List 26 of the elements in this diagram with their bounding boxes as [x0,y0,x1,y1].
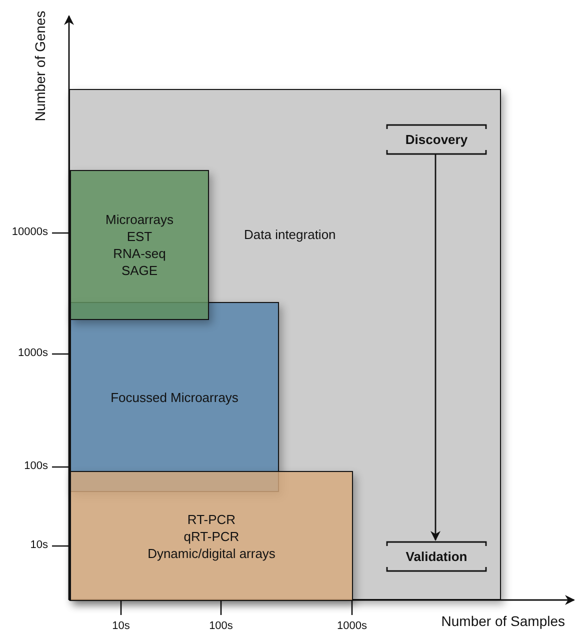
tick-label: 10000s [12,226,48,238]
axis-title: Number of Samples [441,613,565,629]
method-name: SAGE [121,262,158,279]
tick-label: 10s [30,539,48,551]
method-name: Focussed Microarrays [110,388,238,406]
method-name: qRT-PCR [184,528,240,544]
tick-label: 100s [24,460,48,472]
region-label: Data integration [244,227,336,242]
tick-label: 1000s [18,347,48,359]
axis-title: Number of Genes [32,10,48,124]
arrow [430,154,440,541]
background-region [69,89,501,600]
method-box [70,471,353,601]
method-name: Microarrays [106,211,174,228]
stage-label: Discovery [405,132,468,147]
stage-label-box [386,541,487,572]
tick-label: 10s [111,620,131,632]
tick-label: 1000s [336,620,368,632]
method-name: Dynamic/digital arrays [148,544,276,562]
method-name: RNA-seq [113,245,166,262]
method-name: EST [126,228,152,245]
method-name: RT-PCR [187,510,236,528]
tick-label: 100s [208,620,234,632]
method-box [70,170,209,320]
stage-label: Validation [406,549,468,564]
stage-label-box [386,124,487,155]
